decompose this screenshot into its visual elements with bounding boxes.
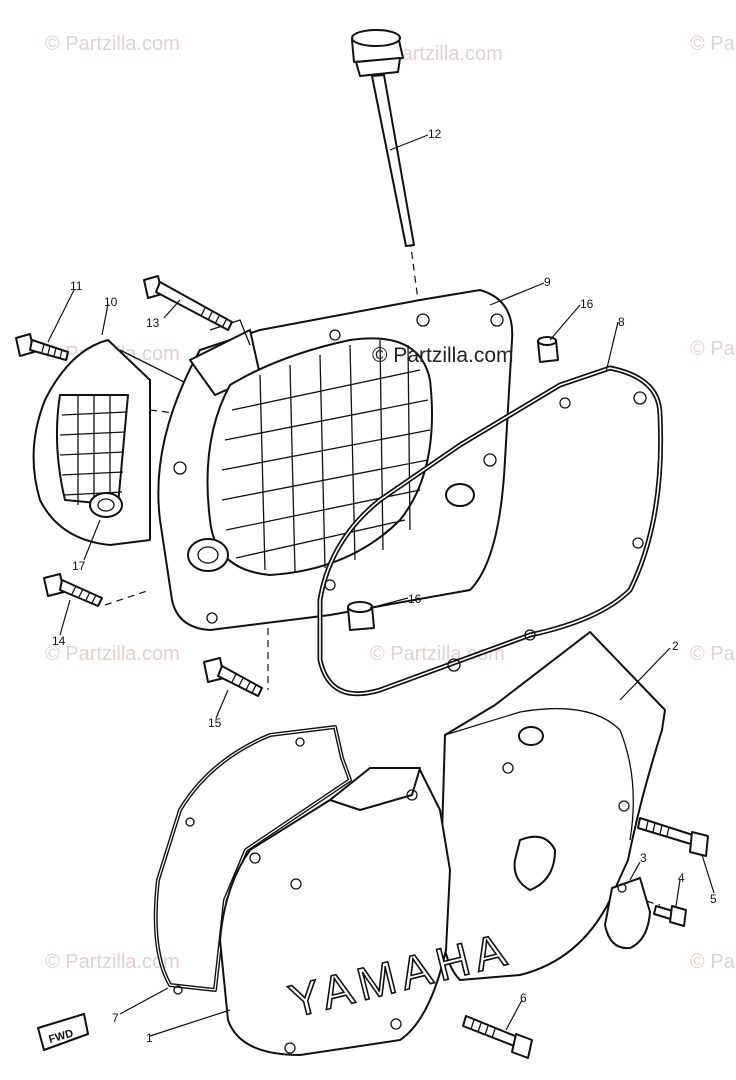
part-label-6[interactable]: 6	[520, 991, 527, 1005]
small-cover-part-10[interactable]	[32, 339, 211, 546]
bolt-part-5[interactable]	[637, 817, 709, 857]
watermark: © Partzilla.com	[690, 338, 736, 360]
part-number-labels: 1 2 3 4 5 6 7 8 9 10 11 12 13 14 15 16 1…	[52, 127, 717, 1045]
screw-part-4[interactable]	[653, 905, 687, 927]
grill-pattern	[221, 339, 431, 573]
part-label-5[interactable]: 5	[710, 892, 717, 906]
part-label-2[interactable]: 2	[672, 639, 679, 653]
part-label-9[interactable]: 9	[544, 275, 551, 289]
watermark: © Partzilla.com	[45, 33, 180, 55]
bolt-part-13[interactable]	[143, 275, 233, 331]
part-label-14[interactable]: 14	[52, 634, 66, 648]
dowel-pin-part-16-upper[interactable]	[537, 336, 559, 363]
bolt-part-11[interactable]	[15, 333, 69, 361]
dipstick-part-12[interactable]	[351, 29, 415, 247]
part-label-8[interactable]: 8	[618, 315, 625, 329]
bolt-part-14[interactable]	[43, 573, 103, 607]
part-label-1[interactable]: 1	[146, 1031, 153, 1045]
part-label-7[interactable]: 7	[112, 1011, 119, 1025]
part-label-15[interactable]: 15	[208, 716, 222, 730]
callout-leaders	[47, 134, 715, 1037]
watermark: © Partzilla.com	[45, 643, 180, 665]
gasket-part-7[interactable]	[153, 725, 352, 995]
inner-cover-part-9[interactable]	[157, 289, 514, 631]
gasket-part-8[interactable]	[317, 365, 664, 697]
dowel-pin-part-16-lower[interactable]	[347, 601, 375, 631]
crankcase-cover-part-2[interactable]	[439, 631, 666, 981]
grill-pattern	[59, 395, 127, 505]
part-label-17[interactable]: 17	[72, 559, 86, 573]
fwd-indicator: FWD	[37, 1013, 89, 1051]
part-label-4[interactable]: 4	[678, 871, 685, 885]
yamaha-cover-part-1[interactable]: YAMAHA	[219, 767, 517, 1056]
part-label-10[interactable]: 10	[104, 295, 118, 309]
part-label-13[interactable]: 13	[146, 316, 160, 330]
watermark: © Partzilla.com	[690, 33, 736, 55]
watermark: © Partzilla.com	[370, 643, 505, 665]
bolt-part-15[interactable]	[203, 657, 263, 697]
part-label-3[interactable]: 3	[640, 851, 647, 865]
part-label-11[interactable]: 11	[70, 279, 83, 293]
part-label-16-upper[interactable]: 16	[580, 297, 594, 311]
bolt-part-6[interactable]	[462, 1015, 533, 1059]
part-label-12[interactable]: 12	[428, 127, 442, 141]
watermark: © Partzilla.com	[45, 951, 180, 973]
part-label-16-lower[interactable]: 16	[408, 592, 422, 606]
center-watermark: © Partzilla.com	[372, 344, 514, 367]
watermark: © Partzilla.com	[690, 643, 736, 665]
watermark-main: © Partzilla.com	[372, 344, 514, 367]
watermark: © Partzilla.com	[690, 951, 736, 973]
cap-part-3[interactable]	[604, 877, 651, 950]
